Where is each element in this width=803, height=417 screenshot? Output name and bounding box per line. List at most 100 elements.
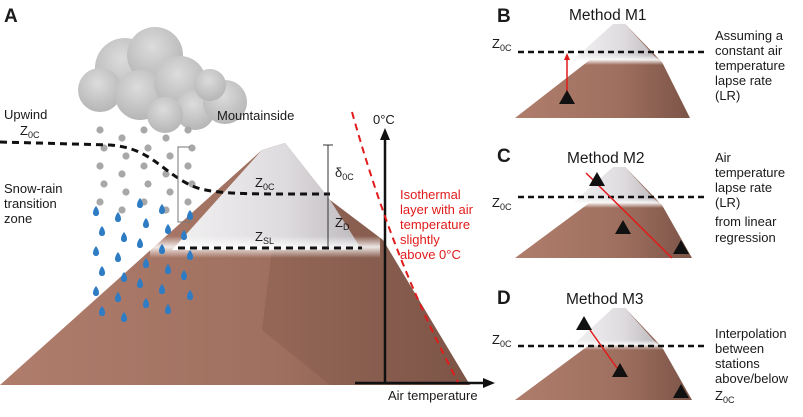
rain-drop xyxy=(121,272,127,282)
rain-drop xyxy=(187,250,193,260)
panel-c-z0c-label: Z0C xyxy=(492,195,512,212)
hail-dot xyxy=(184,162,192,170)
upwind-z0c-label: Z0C xyxy=(20,123,40,140)
rain-drop xyxy=(137,278,143,288)
panel-c-station-3 xyxy=(673,240,689,254)
panel-b-station xyxy=(559,90,575,104)
iso-label-4: slightly xyxy=(400,232,440,247)
hail-dot xyxy=(188,144,196,152)
rain-drop xyxy=(143,298,149,308)
hail-dot xyxy=(162,134,170,142)
rain-drop xyxy=(187,210,193,220)
iso-label-1: Isothermal xyxy=(400,187,461,202)
hail-dot xyxy=(122,152,130,160)
hail-dot xyxy=(118,206,126,214)
panel-b-desc-2: constant air xyxy=(715,43,783,58)
rain-drop xyxy=(99,266,105,276)
iso-label-2: layer with air xyxy=(400,202,474,217)
panel-d-station-2 xyxy=(612,363,628,377)
panel-c-desc-4: (LR) xyxy=(715,195,740,210)
panel-b-mist xyxy=(560,55,665,65)
hail-dot xyxy=(162,170,170,178)
panel-b-desc-5: (LR) xyxy=(715,88,740,103)
panel-b: B Method M1 Z0C Assuming a constant air … xyxy=(492,6,785,118)
upwind-label: Upwind xyxy=(4,107,47,122)
rain-drop xyxy=(165,304,171,314)
rain-drop xyxy=(143,258,149,268)
rain-drop xyxy=(99,226,105,236)
rain-drop xyxy=(137,238,143,248)
rain-drop xyxy=(159,204,165,214)
panel-a-letter: A xyxy=(4,6,18,27)
delta-label: δ0C xyxy=(335,165,354,182)
panel-d-desc-2: between xyxy=(715,341,764,356)
panel-c-letter: C xyxy=(497,146,511,167)
panel-d-z0c-label: Z0C xyxy=(492,332,512,349)
panel-c-regression-line xyxy=(585,172,673,259)
panel-d-interp-line xyxy=(589,329,618,369)
iso-label-5: above 0°C xyxy=(400,247,461,262)
zd-label: ZD xyxy=(335,215,350,232)
transition-label-1: Snow-rain xyxy=(4,181,63,196)
panel-d-title: Method M3 xyxy=(566,291,644,308)
panel-c-station-1 xyxy=(589,172,605,186)
mountainside-label: Mountainside xyxy=(217,108,294,123)
panel-b-desc-4: lapse rate xyxy=(715,73,772,88)
panel-b-title: Method M1 xyxy=(569,7,647,24)
main-snow-cap xyxy=(172,143,362,250)
transition-label-3: zone xyxy=(4,211,32,226)
hail-dot xyxy=(100,180,108,188)
panel-c-desc-5: from linear xyxy=(715,214,777,229)
rain-drop xyxy=(165,264,171,274)
hail-dot xyxy=(96,126,104,134)
hail-dot xyxy=(184,126,192,134)
panel-c: C Method M2 Z0C Air temperature lapse ra… xyxy=(492,146,785,259)
rain-drop xyxy=(121,312,127,322)
panel-d-desc-3: stations xyxy=(715,356,760,371)
hail-dot xyxy=(118,170,126,178)
panel-b-desc-1: Assuming a xyxy=(715,28,784,43)
hail-dot xyxy=(144,180,152,188)
panel-d: D Method M3 Z0C Interpolation between st… xyxy=(492,288,789,405)
rain-drop xyxy=(137,198,143,208)
rain-drop xyxy=(99,306,105,316)
upwind-z0c-line xyxy=(0,140,331,196)
panel-d-desc-1: Interpolation xyxy=(715,326,787,341)
panel-c-title: Method M2 xyxy=(567,150,645,167)
rain-drop xyxy=(93,246,99,256)
hail-dot xyxy=(118,134,126,142)
main-mountain xyxy=(0,143,470,385)
rain-drop xyxy=(187,290,193,300)
panel-c-mist xyxy=(560,198,665,208)
rain-drop xyxy=(115,292,121,302)
hail-dot xyxy=(140,162,148,170)
panel-c-desc-3: lapse rate xyxy=(715,180,772,195)
hail-dot xyxy=(184,198,192,206)
rain-drop xyxy=(181,230,187,240)
hail-dot xyxy=(144,144,152,152)
panel-c-desc-6: regression xyxy=(715,230,776,245)
zero-c-label: 0°C xyxy=(373,112,395,127)
y-axis-arrow xyxy=(380,128,390,140)
rain-drop xyxy=(121,232,127,242)
panel-d-letter: D xyxy=(497,288,511,309)
hail-dot xyxy=(96,162,104,170)
x-axis-arrow xyxy=(483,378,495,388)
panel-c-mountain xyxy=(515,167,692,258)
rain-drop xyxy=(115,252,121,262)
panel-b-letter: B xyxy=(497,6,511,27)
rain-drop xyxy=(143,218,149,228)
hail-dot xyxy=(140,126,148,134)
panel-c-station-2 xyxy=(615,220,631,234)
air-temperature-label: Air temperature xyxy=(388,388,478,403)
panel-c-desc-1: Air xyxy=(715,150,732,165)
panel-b-arrowhead xyxy=(564,53,570,60)
panel-d-station-3 xyxy=(673,384,689,398)
rain-drop xyxy=(165,224,171,234)
hail-dot xyxy=(166,188,174,196)
panel-c-snow xyxy=(573,167,658,203)
rain-drop xyxy=(93,206,99,216)
panel-b-snow xyxy=(573,24,658,60)
panel-d-station-1 xyxy=(576,316,592,330)
